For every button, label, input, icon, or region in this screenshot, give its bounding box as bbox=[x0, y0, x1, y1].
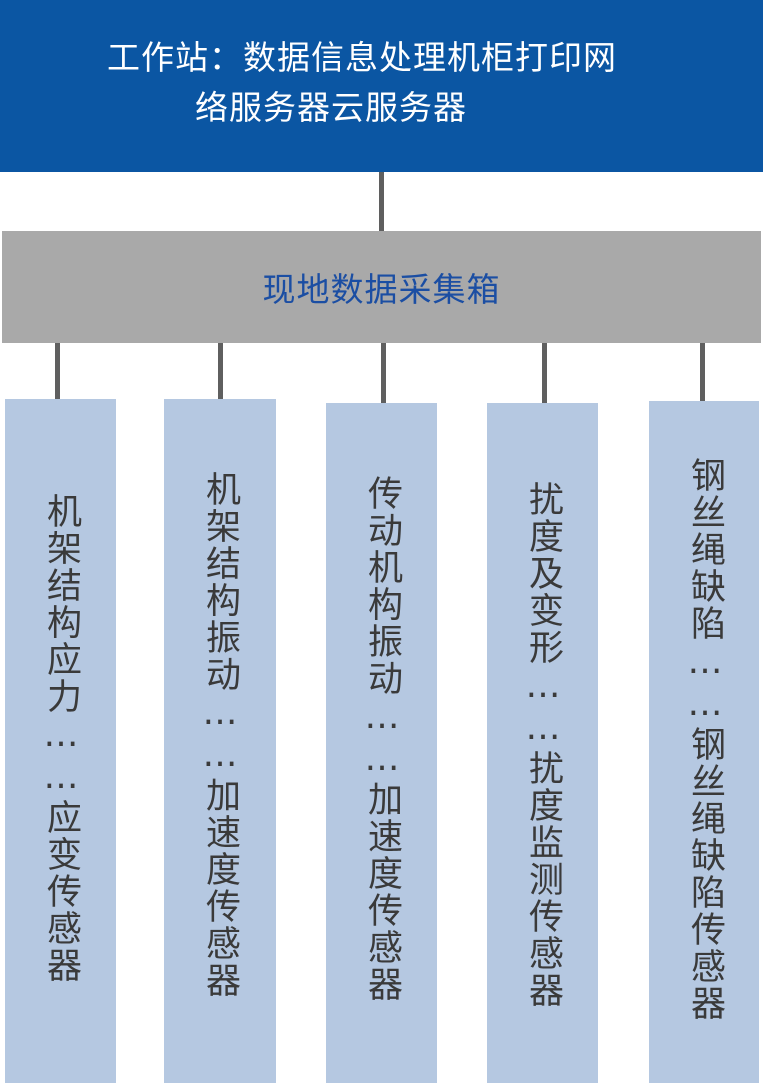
sensor-label-5: 钢丝绳缺陷……钢丝绳缺陷传感器 bbox=[685, 457, 725, 1022]
connector-col-5 bbox=[700, 343, 705, 401]
sensor-column-4: 扰度及变形……扰度监测传感器 bbox=[487, 403, 598, 1083]
sensor-label-2: 机架结构振动……加速度传感器 bbox=[200, 471, 240, 999]
workstation-title-line-1: 工作站：数据信息处理机柜打印网 bbox=[107, 38, 617, 77]
collection-box-label: 现地数据采集箱 bbox=[262, 270, 501, 309]
collection-box: 现地数据采集箱 bbox=[2, 231, 761, 343]
sensor-column-1: 机架结构应力……应变传感器 bbox=[5, 399, 116, 1083]
connector-top bbox=[379, 172, 384, 231]
sensor-column-3: 传动机构振动……加速度传感器 bbox=[326, 403, 437, 1083]
connector-col-3 bbox=[381, 343, 386, 403]
connector-col-2 bbox=[218, 343, 223, 399]
sensor-label-4: 扰度及变形……扰度监测传感器 bbox=[523, 481, 563, 1009]
sensor-column-2: 机架结构振动……加速度传感器 bbox=[164, 399, 276, 1083]
workstation-box: 工作站：数据信息处理机柜打印网 络服务器云服务器 bbox=[0, 0, 763, 172]
workstation-title-line-2: 络服务器云服务器 bbox=[195, 88, 467, 127]
sensor-label-1: 机架结构应力……应变传感器 bbox=[41, 493, 81, 984]
connector-col-4 bbox=[542, 343, 547, 403]
sensor-label-3: 传动机构振动……加速度传感器 bbox=[362, 475, 402, 1003]
connector-col-1 bbox=[55, 343, 60, 399]
sensor-column-5: 钢丝绳缺陷……钢丝绳缺陷传感器 bbox=[649, 401, 759, 1083]
